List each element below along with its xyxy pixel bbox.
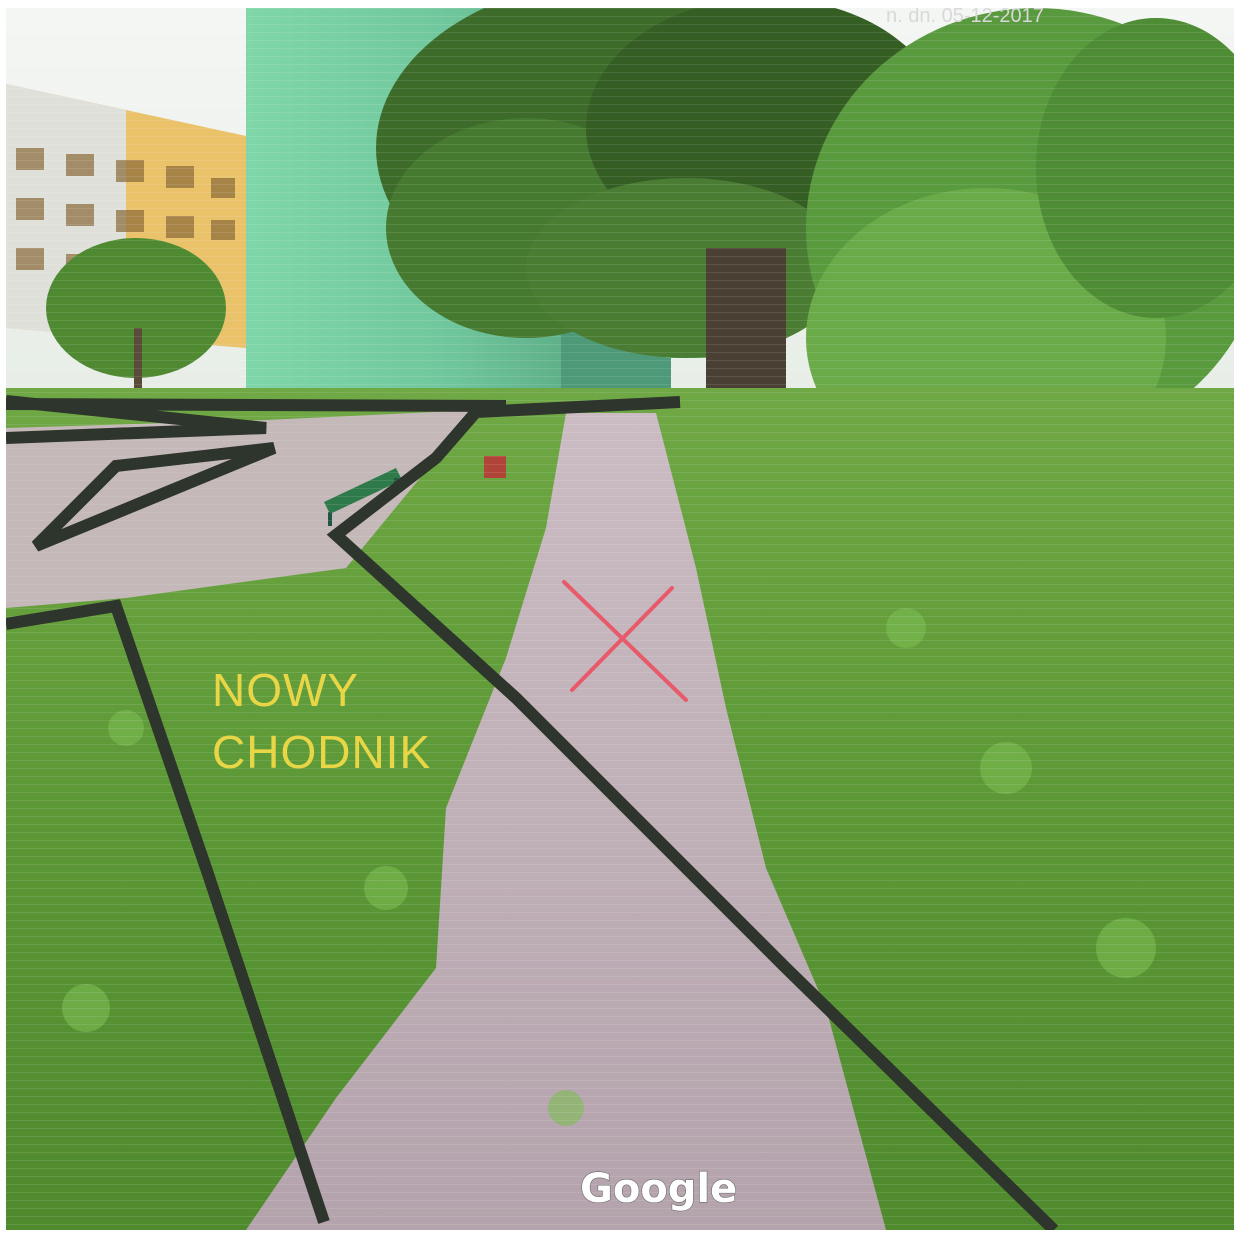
street-view-scene: NOWY CHODNIK n. dn. 05-12-2017 Google <box>6 8 1234 1230</box>
annotation-line-horizon <box>6 398 507 412</box>
annotation-label-line2: CHODNIK <box>212 726 431 778</box>
x-mark-icon <box>562 580 688 702</box>
date-stamp: n. dn. 05-12-2017 <box>886 8 1044 27</box>
annotation-triangle <box>31 442 277 552</box>
annotation-line-left <box>6 599 330 1224</box>
street-view-photo: NOWY CHODNIK n. dn. 05-12-2017 Google <box>6 8 1234 1230</box>
annotation-line-path-edge <box>326 396 1059 1230</box>
annotation-label-line1: NOWY <box>212 664 359 716</box>
annotation-lines <box>6 395 1059 1230</box>
google-watermark: Google <box>580 1166 737 1212</box>
scan-overlay <box>6 8 1234 1230</box>
